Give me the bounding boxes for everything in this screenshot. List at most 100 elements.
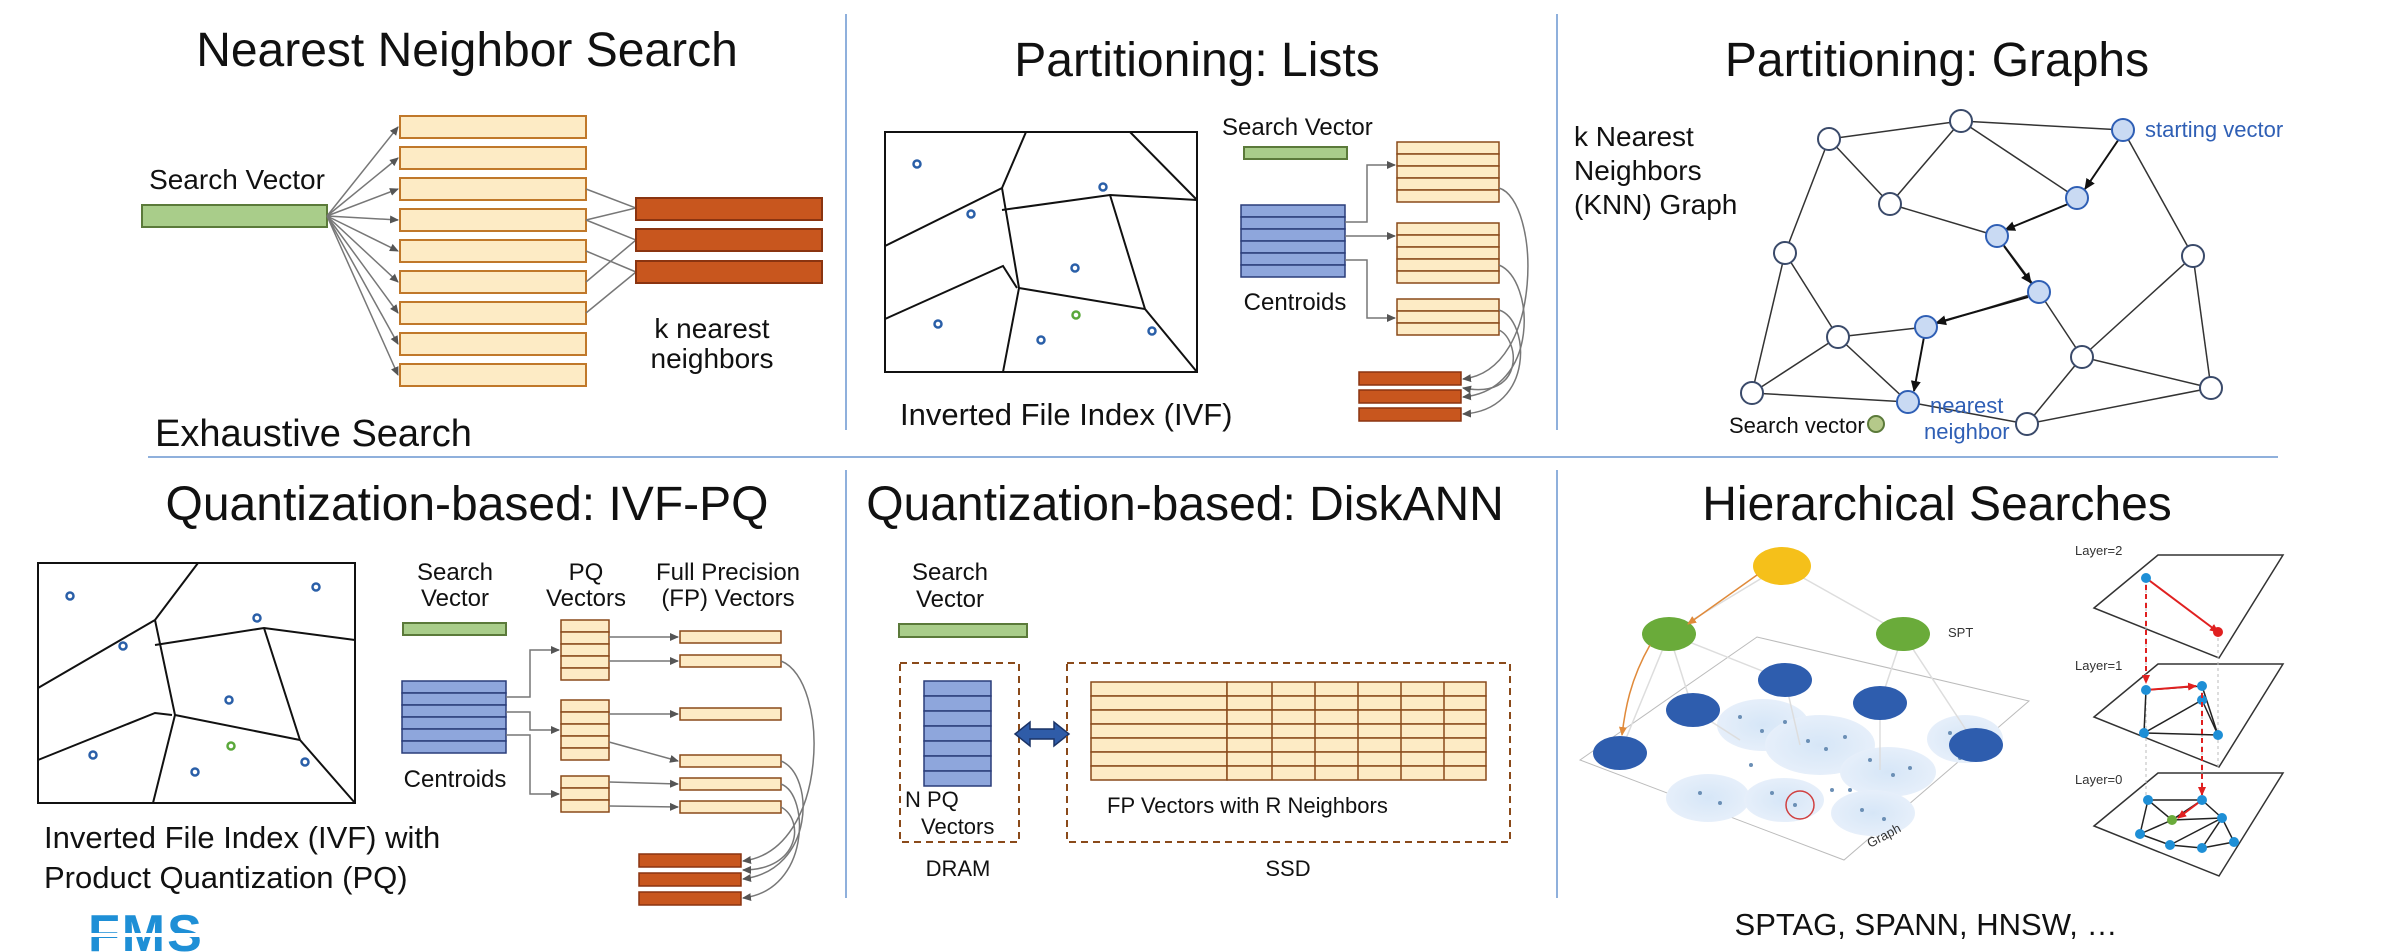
k-nearest-result-vectors	[635, 197, 823, 284]
graph-node	[2015, 412, 2039, 436]
search-vector-label: Search vector	[1729, 413, 1865, 438]
panel-nearest-neighbor-search: Nearest Neighbor Search Search Vector	[141, 24, 823, 455]
graph-node	[1817, 127, 1841, 151]
graph-nodes	[1740, 109, 2223, 436]
path-node	[2065, 186, 2089, 210]
fp-vectors-label-line2: (FP) Vectors	[661, 585, 794, 612]
db-vector	[399, 146, 587, 170]
knn-graph-label-line1: k Nearest	[1574, 121, 1694, 152]
search-vector-label-line2: Vector	[916, 586, 984, 613]
database-vectors	[399, 115, 587, 387]
layer1-label: Layer=1	[2075, 658, 2122, 673]
algorithms-label: SPTAG, SPANN, HNSW, …	[1735, 907, 2118, 942]
voronoi-partition-box	[884, 131, 1198, 373]
starting-node	[2111, 118, 2135, 142]
sptag-root-node	[1753, 547, 1811, 585]
starting-vector-label: starting vector	[2145, 117, 2283, 142]
hnsw-layer0-graph	[2135, 795, 2239, 853]
fp-vectors	[679, 630, 782, 814]
db-vector	[399, 301, 587, 325]
fp-result-vectors	[638, 853, 742, 906]
ssd-label: SSD	[1265, 856, 1310, 881]
centroid-vectors	[401, 680, 507, 754]
panel-title: Partitioning: Graphs	[1725, 34, 2149, 87]
pq-list-2	[560, 699, 610, 761]
sptag-data-points	[1698, 715, 1974, 821]
sptag-clusters	[1666, 699, 2003, 836]
panel-partitioning-graphs: Partitioning: Graphs k Nearest Neighbors…	[1574, 34, 2283, 444]
fms-logo: FMS	[88, 905, 240, 952]
partition-points	[912, 159, 1157, 345]
panel-hierarchical-searches: Hierarchical Searches	[1578, 478, 2285, 942]
hnsw-layer0-plane	[2092, 772, 2285, 877]
db-vector	[399, 239, 587, 263]
panel-partitioning-lists: Partitioning: Lists Inverted File Index …	[884, 34, 1529, 432]
layer2-label: Layer=2	[2075, 543, 2122, 558]
sptag-level1-nodes	[1642, 617, 1930, 651]
panel-title: Hierarchical Searches	[1702, 478, 2172, 531]
sptag-level2-nodes	[1593, 663, 2003, 770]
graph-path-arrows	[1910, 135, 2122, 392]
panel-dividers	[148, 14, 2278, 898]
graph-node	[1740, 381, 1764, 405]
centroid-to-pq-connectors	[506, 646, 560, 798]
graph-node	[2181, 244, 2205, 268]
fp-neighbors-label: FP Vectors with R Neighbors	[1107, 793, 1388, 818]
graph-node	[1826, 325, 1850, 349]
centroid-vectors	[1240, 204, 1346, 278]
search-vector-node	[1867, 415, 1885, 433]
knn-graph-label-line3: (KNN) Graph	[1574, 189, 1737, 220]
result-vector	[635, 197, 823, 221]
hnsw-layer1-graph	[2139, 681, 2223, 740]
ssd-box	[1066, 662, 1511, 843]
hnsw-layer2-graph	[2141, 573, 2223, 637]
graph-node	[2070, 345, 2094, 369]
path-node	[1985, 224, 2009, 248]
centroid-to-list-connectors	[1345, 161, 1396, 322]
fp-vectors-table	[1090, 681, 1228, 781]
knn-graph-label-line2: Neighbors	[1574, 155, 1702, 186]
panel-title: Nearest Neighbor Search	[196, 24, 738, 77]
nearest-neighbor-node	[1896, 390, 1920, 414]
npq-label-line2: Vectors	[921, 814, 994, 839]
db-vector	[399, 177, 587, 201]
pq-vectors-stack	[923, 680, 992, 787]
hnsw-layer1-plane	[2092, 663, 2285, 768]
spt-label: SPT	[1948, 625, 1973, 640]
db-vector	[399, 363, 587, 387]
hnsw-diagram: Layer=2 Layer=1 Layer=0	[2075, 543, 2285, 877]
search-vector-label-line1: Search	[912, 559, 988, 586]
panel-ivf-pq: Quantization-based: IVF-PQ Inverted File…	[37, 478, 815, 906]
pq-vectors-label-line1: PQ	[569, 559, 604, 586]
centroids-label: Centroids	[1244, 289, 1347, 316]
list-to-result-arrows	[1462, 187, 1529, 418]
result-vector	[635, 260, 823, 284]
query-point	[226, 741, 236, 751]
graph-edges	[1751, 120, 2212, 425]
fp-to-result-arrows	[742, 660, 815, 902]
hnsw-layer2-plane	[2092, 554, 2285, 659]
db-vector	[399, 208, 587, 232]
search-vector-bar	[898, 623, 1028, 638]
k-nearest-label-line1: k nearest	[654, 313, 769, 344]
path-node	[1914, 315, 1938, 339]
layer0-label: Layer=0	[2075, 772, 2122, 787]
neighbor-ids-grid	[1226, 681, 1487, 781]
sptag-query-circle	[1785, 790, 1815, 820]
db-vector	[399, 115, 587, 139]
sptag-plane	[1578, 636, 2031, 861]
exhaustive-search-label: Exhaustive Search	[155, 413, 472, 455]
search-vector-bar	[1243, 146, 1348, 160]
fms-logo-text: FMS	[88, 905, 204, 952]
sptag-diagram: SPT Graph	[1578, 547, 2031, 861]
pq-list-3	[560, 775, 610, 813]
ivfpq-caption-line1: Inverted File Index (IVF) with	[44, 820, 440, 855]
search-vector-label-line2: Vector	[421, 585, 489, 612]
neighbor-grid-columns	[1271, 682, 1445, 780]
graph-node	[1773, 241, 1797, 265]
nearest-neighbor-label-line1: nearest	[1930, 393, 2003, 418]
db-vector	[399, 332, 587, 356]
search-vector-label: Search Vector	[1222, 114, 1373, 141]
hnsw-vertical-guides	[2145, 578, 2219, 805]
graph-path-nodes	[1896, 118, 2135, 414]
